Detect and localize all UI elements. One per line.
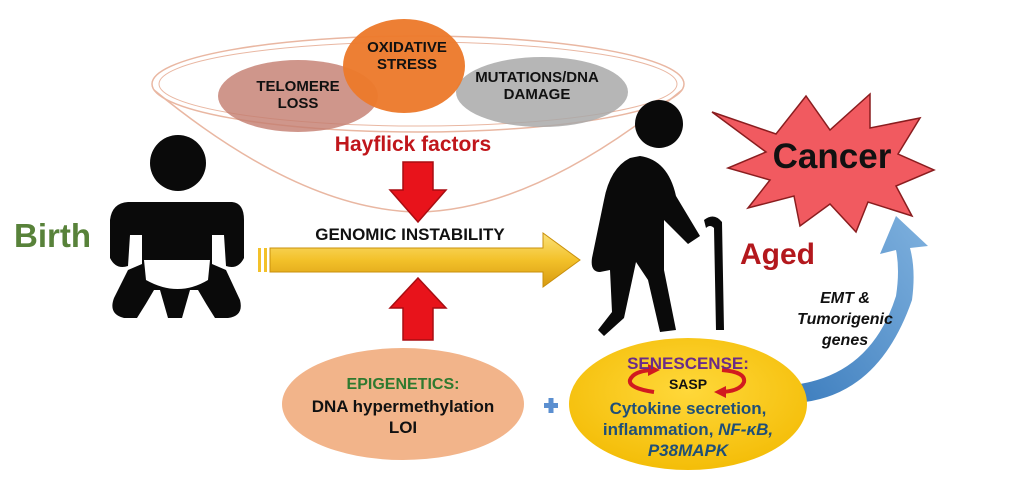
senescence-title: SENESCENSE: [627, 354, 749, 373]
oxidative-stress-bubble [343, 19, 465, 113]
sasp-label: SASP [668, 376, 708, 392]
mutations-dna-damage-label: MUTATIONS/DNA DAMAGE [475, 69, 599, 103]
up-arrow-bottom [388, 276, 448, 341]
sasp-arrow-head-right [714, 386, 726, 398]
sasp-arrow-head-left [648, 364, 660, 376]
epigenetics-line-2: LOI [388, 418, 418, 437]
epigenetics-bubble [282, 348, 524, 460]
emt-tumorigenic-label: EMT & Tumorigenic genes [797, 290, 893, 349]
senescence-line-1: Cytokine secretion, [609, 399, 767, 418]
oxidative-stress-label: OXIDATIVE STRESS [367, 39, 447, 73]
aged-label: Aged [740, 238, 815, 271]
epigenetics-title: EPIGENETICS: [346, 376, 460, 393]
mutations-bubble [456, 57, 628, 127]
main-arrow [258, 232, 581, 288]
cancer-label: Cancer [772, 137, 892, 176]
epigenetics-line-1: DNA hypermethylation [311, 397, 495, 416]
senescence-line-2-nfkb: NF-κB, [718, 420, 774, 439]
senescence-bubble [569, 338, 807, 470]
curved-arrow [800, 216, 928, 402]
plus-icon [544, 398, 558, 413]
senescence-line-2-prefix: inflammation, [602, 420, 719, 439]
senescence-line-2: inflammation, NF-κB, [578, 420, 798, 440]
telomere-loss-label: TELOMERE LOSS [256, 78, 340, 112]
telomere-loss-bubble [218, 60, 378, 132]
baby-icon [110, 135, 244, 318]
elderly-person-icon [591, 100, 724, 336]
hayflick-factors-label: Hayflick factors [334, 133, 492, 156]
sasp-cycle-arrows [627, 368, 747, 394]
cancer-star [711, 92, 936, 234]
genomic-instability-label: GENOMIC INSTABILITY [315, 225, 505, 244]
birth-label: Birth [14, 217, 91, 254]
senescence-line-3: P38MAPK [647, 441, 729, 460]
down-arrow-top [388, 161, 448, 224]
